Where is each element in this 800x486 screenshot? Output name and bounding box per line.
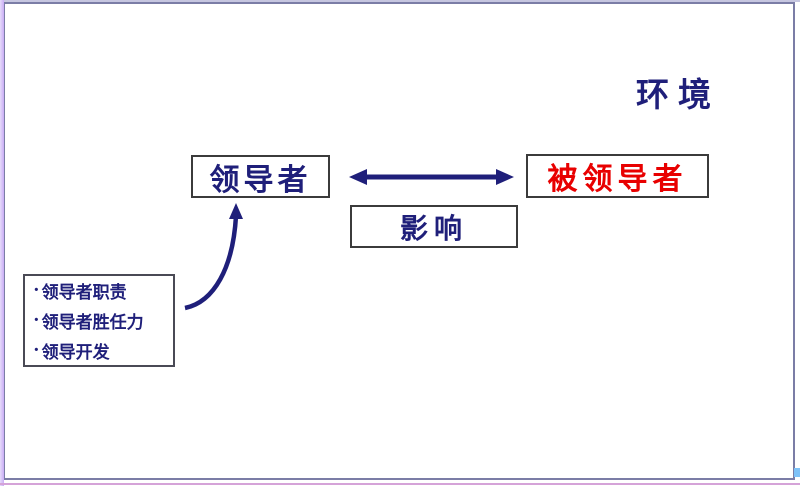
list-item-label: 领导者职责 [41, 283, 127, 303]
environment-label: 环境 [636, 78, 720, 114]
bullet-icon: · [33, 279, 40, 302]
led-box: 被领导者 [526, 154, 709, 198]
corner-marker [794, 468, 800, 477]
list-item-label: 领导开发 [41, 342, 110, 362]
bullet-icon: · [33, 338, 40, 361]
leader-box: 领导者 [191, 155, 330, 198]
led-box-label: 被领导者 [547, 163, 688, 196]
list-item: · 领导开发 [33, 335, 173, 365]
list-item: · 领导者职责 [33, 276, 173, 306]
bullet-icon: · [33, 309, 40, 331]
list-item-label: 领导者胜任力 [41, 313, 144, 332]
influence-box: 影响 [350, 205, 518, 248]
left-edge-strip [0, 0, 4, 486]
leader-box-label: 领导者 [209, 163, 312, 197]
bottom-edge-line [0, 483, 800, 485]
influence-box-label: 影响 [399, 213, 468, 245]
list-item: · 领导者胜任力 [33, 306, 173, 336]
leadership-dev-list: · 领导者职责 · 领导者胜任力 · 领导开发 [23, 274, 175, 367]
top-edge-line [0, 0, 800, 2]
